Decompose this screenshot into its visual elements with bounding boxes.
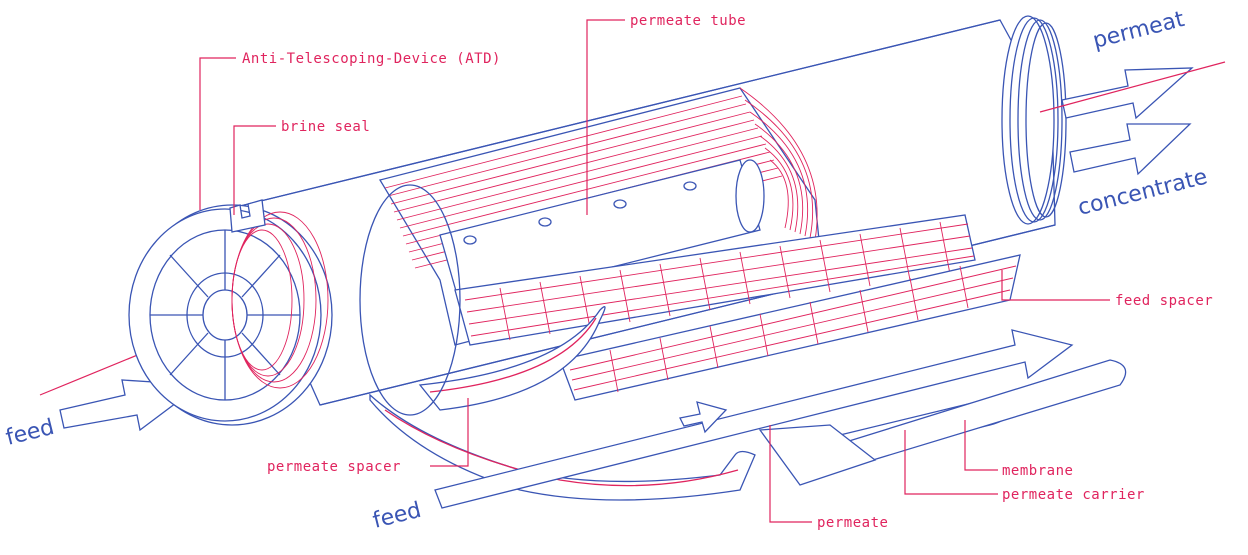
element-front-rim <box>359 184 461 416</box>
membrane-leaf-curl-1 <box>418 306 606 411</box>
outlet-concentrate-arrow <box>1069 123 1192 176</box>
label-permeate: permeate <box>817 515 888 531</box>
membrane-leaf-curl-3 <box>369 393 756 501</box>
label-brine-seal: brine seal <box>281 119 370 135</box>
feed-spacer-sheet-lower <box>559 254 1021 401</box>
label-permeat-out: permeat <box>1090 7 1187 54</box>
feed-spacer-sheet-upper <box>454 214 976 346</box>
label-concentrate: concentrate <box>1075 165 1210 221</box>
label-permeate-spacer: permeate spacer <box>267 459 401 475</box>
label-feed-spacer: feed spacer <box>1115 293 1213 309</box>
label-leaders <box>199 19 1110 523</box>
anti-telescoping-device <box>128 199 333 426</box>
permeate-carrier-channel <box>758 359 1127 486</box>
label-permeate-carrier: permeate carrier <box>1002 487 1145 503</box>
feed-arrow-bottom <box>434 329 1074 509</box>
flow-arrow-small <box>679 401 728 434</box>
label-permeate-tube: permeate tube <box>630 13 746 29</box>
vessel-end-cap <box>1001 15 1067 225</box>
permeate-tube <box>439 159 765 306</box>
outlet-permeat-arrow <box>1039 61 1226 120</box>
label-atd: Anti-Telescoping-Device (ATD) <box>242 51 501 67</box>
label-feed-left: feed <box>3 415 56 451</box>
label-membrane: membrane <box>1002 463 1073 479</box>
label-feed-bottom: feed <box>370 498 423 534</box>
